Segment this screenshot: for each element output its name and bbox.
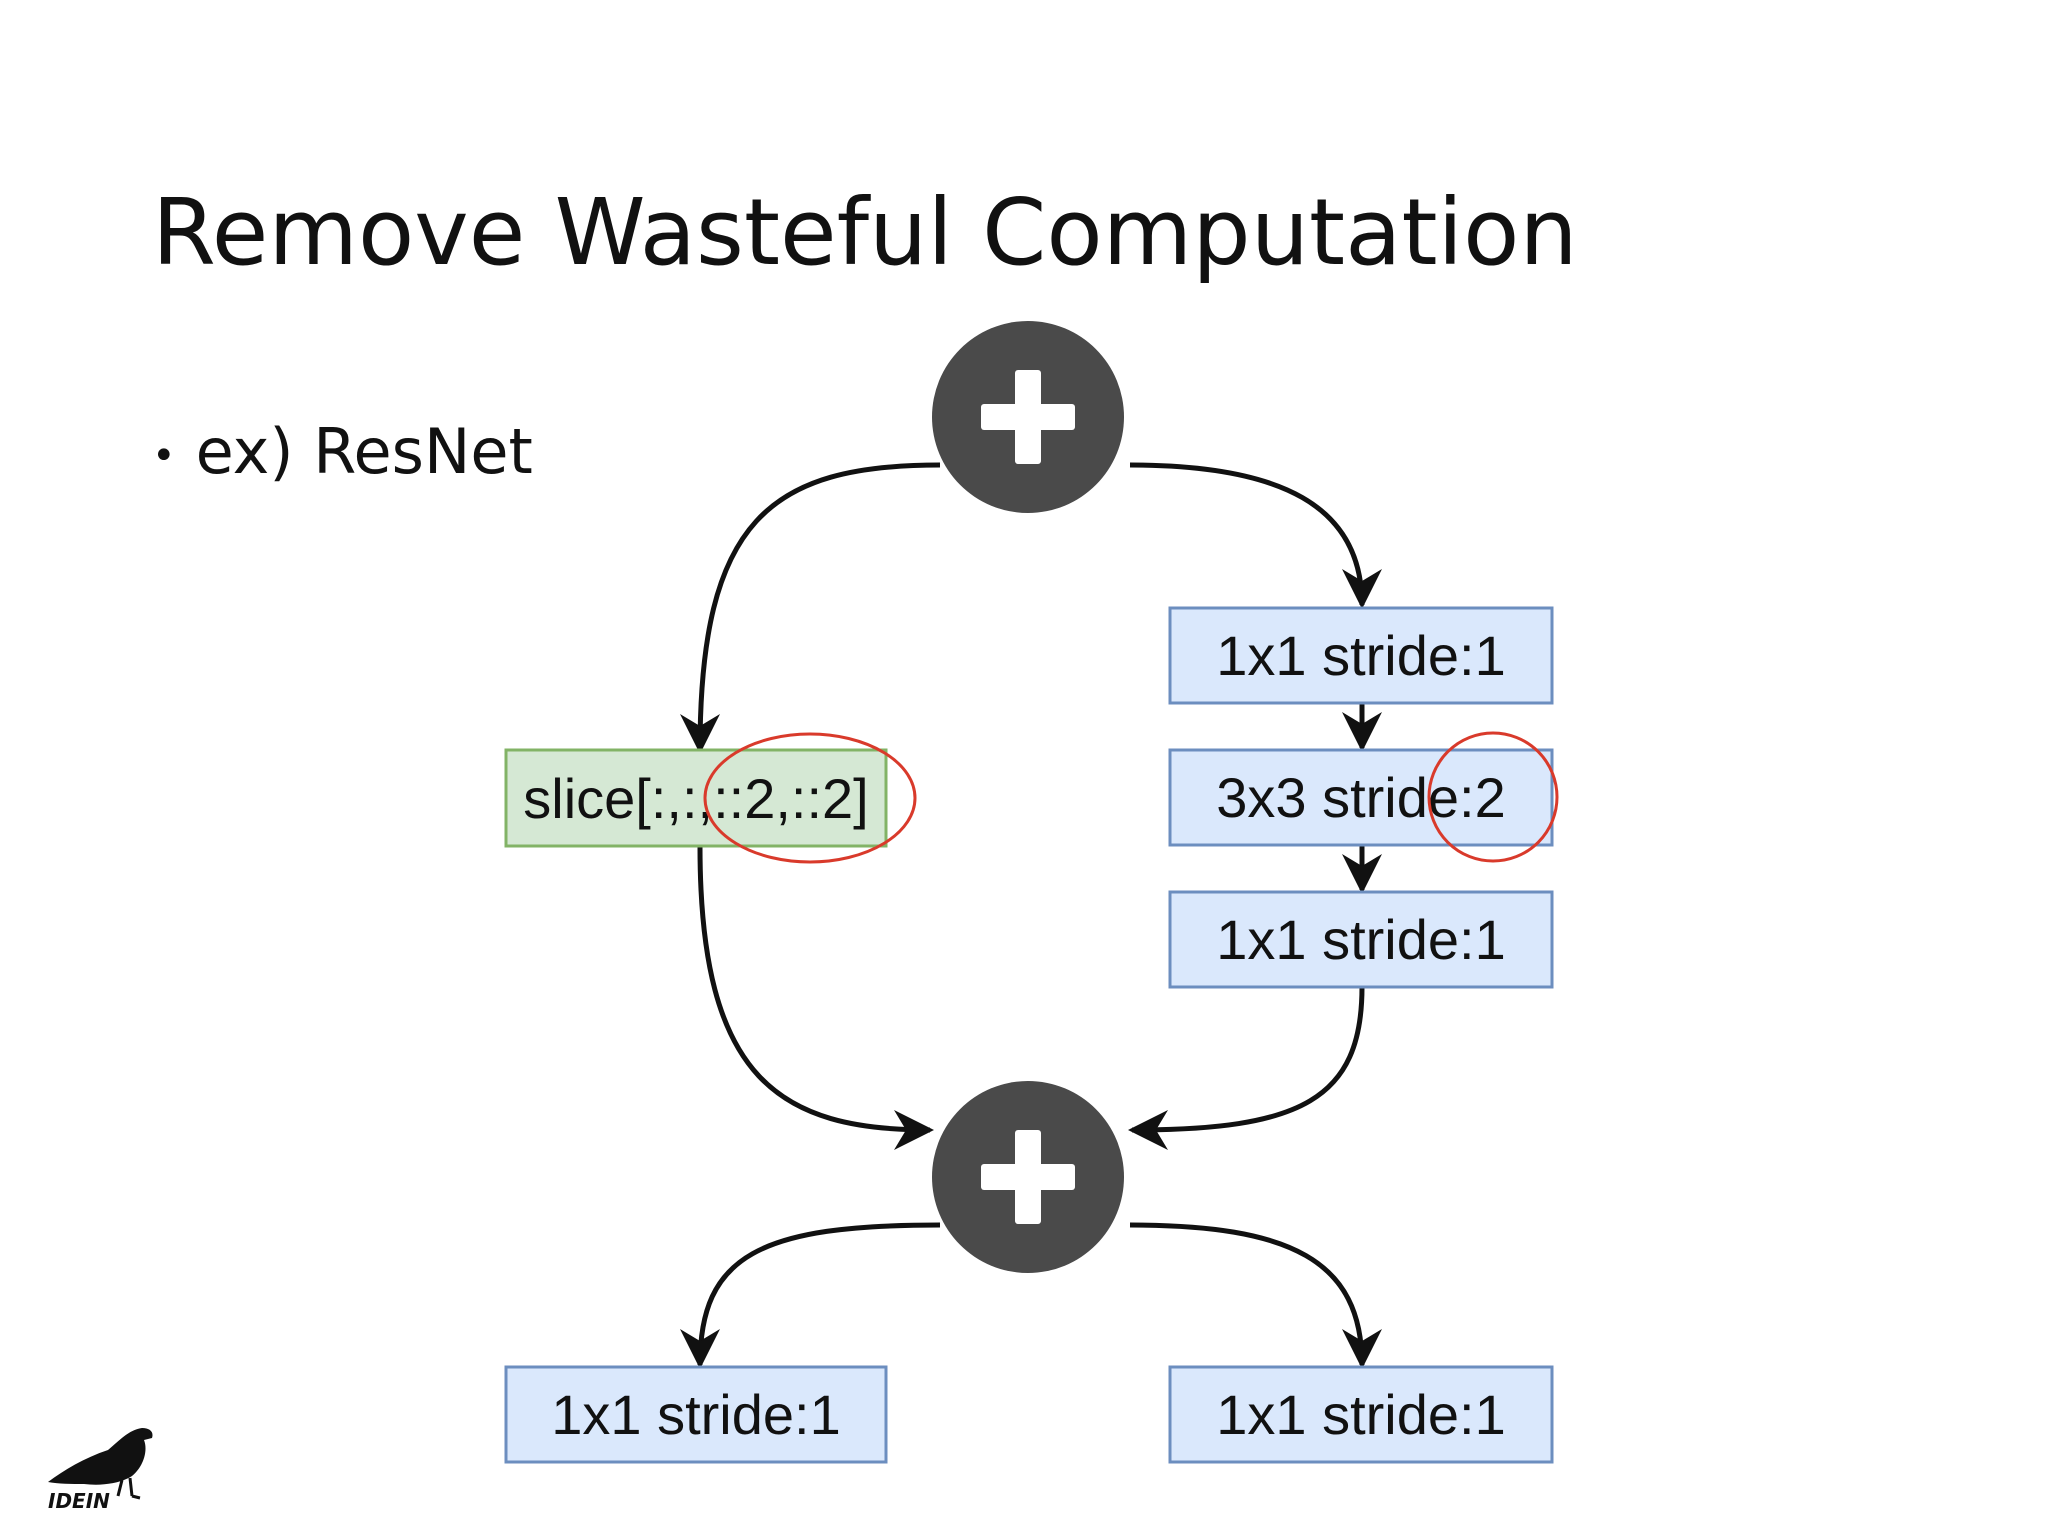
diagram-edges	[680, 462, 1382, 1369]
add-node-top	[932, 321, 1124, 513]
out-right-node: 1x1 stride:1	[1168, 1365, 1554, 1464]
out-left-node: 1x1 stride:1	[504, 1365, 888, 1464]
highlight-circle-stride	[1427, 731, 1559, 863]
idein-logo: IDEIN	[44, 1420, 164, 1515]
conv3-node: 1x1 stride:1	[1168, 890, 1554, 989]
out-right-label: 1x1 stride:1	[1216, 1383, 1506, 1446]
conv2-label: 3x3 stride:2	[1216, 766, 1506, 829]
edge-add-bottom-to-out-left	[680, 1222, 941, 1369]
bullet-dot-icon: •	[152, 432, 176, 479]
edge-conv3-to-add-bottom	[1128, 986, 1365, 1150]
edge-add-top-to-conv1	[1129, 462, 1382, 609]
slice-node: slice[:,:,::2,::2]	[504, 748, 888, 848]
edge-add-top-to-slice	[680, 462, 941, 754]
logo-text: IDEIN	[48, 1489, 110, 1510]
plus-icon	[981, 1130, 1075, 1224]
edge-add-bottom-to-out-right	[1129, 1222, 1382, 1369]
highlight-circle-slice	[703, 732, 917, 864]
bullet-item: • ex) ResNet	[152, 412, 533, 496]
crow-logo-icon: IDEIN	[48, 1428, 153, 1513]
conv1-label: 1x1 stride:1	[1216, 624, 1506, 687]
conv1-node: 1x1 stride:1	[1168, 606, 1554, 705]
slide-title: Remove Wasteful Computation	[152, 179, 1578, 286]
slice-label: slice[:,:,::2,::2]	[523, 767, 868, 830]
conv2-node: 3x3 stride:2	[1168, 748, 1554, 847]
conv3-label: 1x1 stride:1	[1216, 908, 1506, 971]
bullet-text: ex) ResNet	[195, 415, 533, 488]
plus-icon	[981, 370, 1075, 464]
edge-slice-to-add-bottom	[697, 846, 934, 1150]
add-node-bottom	[932, 1081, 1124, 1273]
out-left-label: 1x1 stride:1	[551, 1383, 841, 1446]
